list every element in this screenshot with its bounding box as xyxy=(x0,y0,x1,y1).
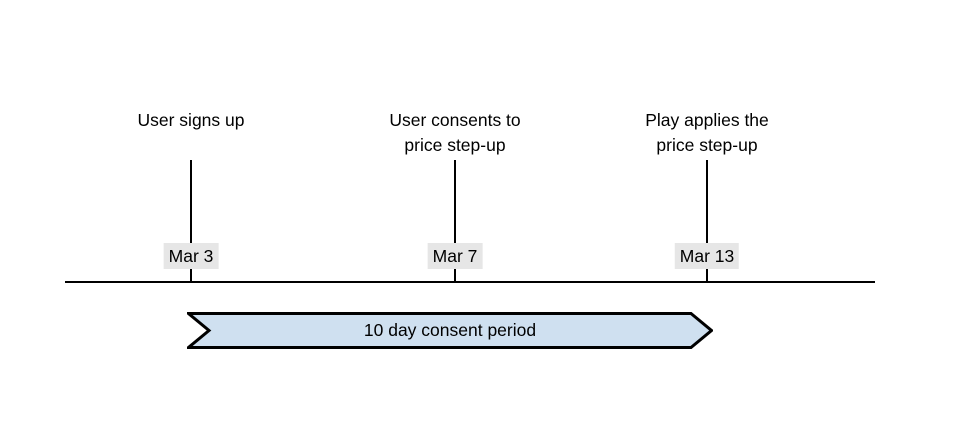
milestone-tick-line xyxy=(706,160,708,282)
milestone-date-badge: Mar 7 xyxy=(427,243,483,269)
milestone-label: User consents to price step-up xyxy=(389,110,521,155)
milestone-label: Play applies the price step-up xyxy=(645,110,769,155)
chevron-arrow-icon xyxy=(187,312,713,349)
milestone-tick-line xyxy=(454,160,456,282)
consent-period-banner: 10 day consent period xyxy=(187,312,713,349)
timeline-axis xyxy=(65,281,875,283)
milestone-label: User signs up xyxy=(137,110,245,130)
milestone-date-badge: Mar 3 xyxy=(163,243,219,269)
milestone-tick-line xyxy=(190,160,192,282)
milestone-date-badge: Mar 13 xyxy=(674,243,740,269)
